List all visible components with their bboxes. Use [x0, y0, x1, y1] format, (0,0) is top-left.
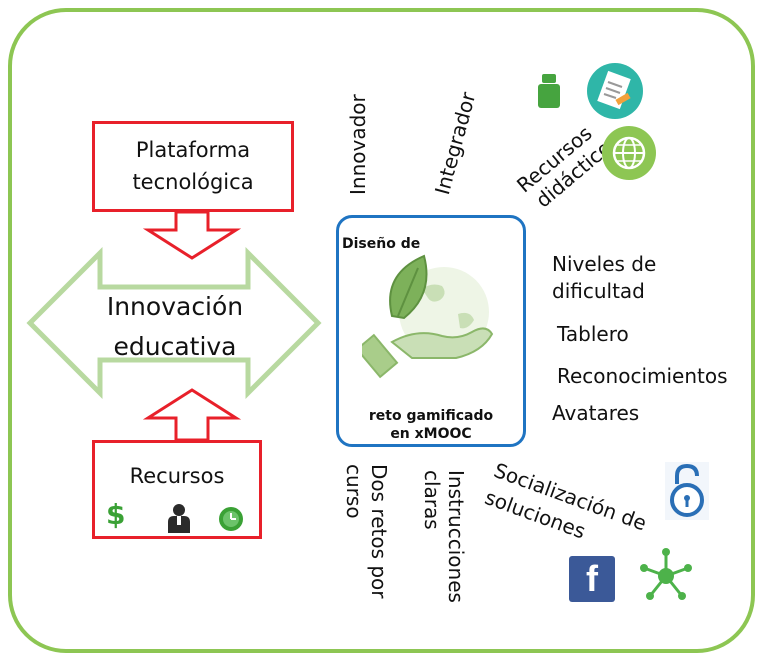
hand-leaf-globe-icon	[362, 254, 494, 379]
reconocimientos-label: Reconocimientos	[557, 364, 728, 388]
gift-bag-icon	[538, 74, 560, 108]
dos-retos-line1: Dos retos por	[367, 464, 391, 599]
globe-icon	[602, 126, 656, 180]
center-title-bottom2: en xMOOC	[390, 426, 472, 442]
dos-retos-line2: curso	[342, 464, 366, 519]
padlock-icon	[665, 462, 709, 520]
innovador-label: Innovador	[346, 94, 370, 195]
resources-label: Recursos	[129, 464, 225, 488]
center-title-top: Diseño de	[342, 236, 421, 252]
innovation-label-line1: Innovación	[106, 292, 244, 321]
instrucciones-line1: Instrucciones	[444, 470, 468, 603]
platform-label-line1: Plataforma	[135, 138, 251, 162]
document-icon	[587, 63, 643, 119]
niveles-label-line1: Niveles de	[552, 252, 657, 276]
up-arrow-red	[142, 388, 242, 442]
dollar-icon: $	[106, 498, 126, 531]
network-share-icon	[640, 548, 692, 600]
innovation-label-line2: educativa	[113, 332, 237, 361]
platform-label-line2: tecnológica	[132, 170, 254, 194]
down-arrow-red	[142, 210, 242, 260]
outer-frame	[8, 8, 755, 653]
platform-box	[92, 121, 294, 212]
person-icon	[168, 504, 190, 533]
tablero-label: Tablero	[557, 322, 629, 346]
instrucciones-line2: claras	[420, 470, 444, 530]
facebook-glyph: f	[586, 558, 598, 599]
niveles-label-line2: dificultad	[552, 279, 645, 303]
avatares-label: Avatares	[552, 401, 640, 425]
clock-icon	[219, 507, 243, 531]
center-title-bottom1: reto gamificado	[368, 408, 494, 424]
facebook-icon: f	[569, 556, 615, 602]
innovation-double-arrow	[26, 246, 322, 400]
